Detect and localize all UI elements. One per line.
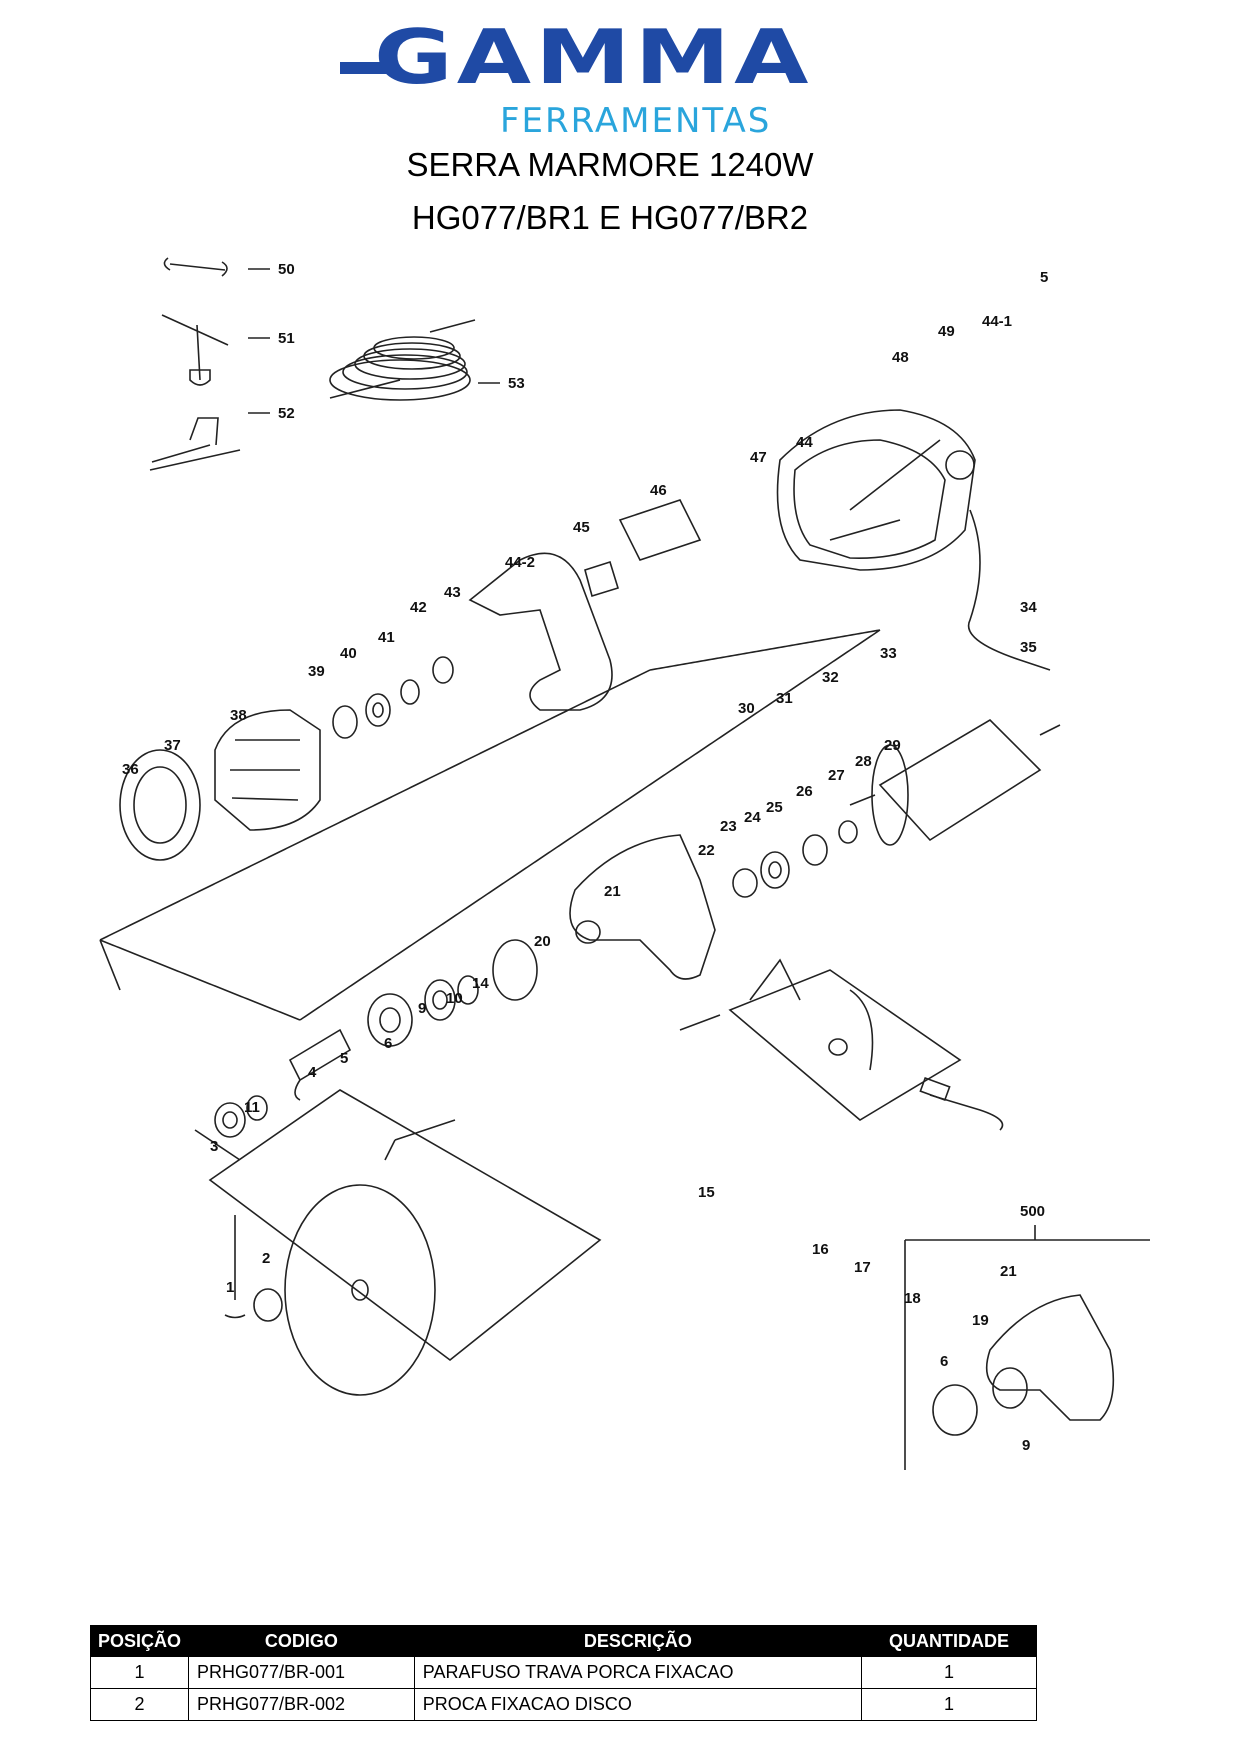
callout-38: 38 <box>230 707 247 724</box>
table-row: 1 PRHG077/BR-001 PARAFUSO TRAVA PORCA FI… <box>90 1656 1037 1689</box>
callout-16: 16 <box>812 1241 829 1258</box>
callout-21-detail: 21 <box>1000 1263 1017 1280</box>
armature-shape <box>878 718 1042 842</box>
callout-24: 24 <box>744 809 761 826</box>
callout-40: 40 <box>340 645 357 662</box>
logo-word: GAMMA <box>374 13 813 102</box>
wrench-shape <box>163 257 228 277</box>
product-title: SERRA MARMORE 1240W <box>406 146 814 183</box>
header-quantidade: QUANTIDADE <box>861 1625 1037 1657</box>
callout-4: 4 <box>308 1064 317 1081</box>
stator-shape <box>214 709 321 831</box>
cell-quantidade: 1 <box>861 1656 1037 1689</box>
callout-36: 36 <box>122 761 139 778</box>
product-models: HG077/BR1 E HG077/BR2 <box>411 199 809 236</box>
callout-14: 14 <box>472 975 489 992</box>
callout-25: 25 <box>766 799 783 816</box>
callout-48: 48 <box>892 349 909 366</box>
callout-44-2: 44-2 <box>505 554 535 571</box>
callout-5b: 5 <box>340 1050 348 1067</box>
callout-6: 6 <box>384 1035 392 1052</box>
callout-47: 47 <box>750 449 767 466</box>
callout-27: 27 <box>828 767 845 784</box>
box-key-shape <box>161 314 229 386</box>
table-row: 2 PRHG077/BR-002 PROCA FIXACAO DISCO 1 <box>90 1688 1037 1721</box>
gear-housing-shape <box>569 834 716 980</box>
callout-42: 42 <box>410 599 427 616</box>
cell-posicao: 1 <box>90 1656 189 1689</box>
base-plate-shape <box>728 969 962 1121</box>
callout-45: 45 <box>573 519 590 536</box>
header-posicao: POSIÇÃO <box>90 1625 189 1657</box>
callout-6-detail: 6 <box>940 1353 948 1370</box>
cell-codigo: PRHG077/BR-002 <box>187 1688 415 1721</box>
callout-20: 20 <box>534 933 551 950</box>
parts-table: POSIÇÃO CODIGO DESCRIÇÃO QUANTIDADE 1 PR… <box>90 1625 1037 1721</box>
callout-46: 46 <box>650 482 667 499</box>
handle-shape <box>468 552 613 711</box>
callout-10: 10 <box>446 990 463 1007</box>
callout-3: 3 <box>210 1138 218 1155</box>
callout-53: 53 <box>508 375 525 392</box>
callout-33: 33 <box>880 645 897 662</box>
logo-subtitle: FERRAMENTAS <box>500 101 772 141</box>
callout-44: 44 <box>796 434 813 451</box>
callout-9: 9 <box>418 1000 426 1017</box>
exploded-diagram: 50 51 52 53 5 49 44-1 48 47 44 46 45 44-… <box>99 257 1150 1470</box>
callout-500: 500 <box>1020 1203 1045 1220</box>
motor-housing-shape <box>776 409 976 571</box>
guide-shape <box>149 417 241 471</box>
header-descricao: DESCRIÇÃO <box>413 1625 863 1657</box>
gamma-logo: GAMMA FERRAMENTAS <box>340 20 900 141</box>
detail-box-frame <box>904 1225 1150 1470</box>
header-codigo: CODIGO <box>187 1625 415 1657</box>
callout-17: 17 <box>854 1259 871 1276</box>
callout-35: 35 <box>1020 639 1037 656</box>
callout-34: 34 <box>1020 599 1037 616</box>
callout-31: 31 <box>776 690 793 707</box>
cell-quantidade: 1 <box>861 1688 1037 1721</box>
callout-29: 29 <box>884 737 901 754</box>
callout-21: 21 <box>604 883 621 900</box>
callout-18: 18 <box>904 1290 921 1307</box>
callout-37: 37 <box>164 737 181 754</box>
callout-30: 30 <box>738 700 755 717</box>
callout-44-1: 44-1 <box>982 313 1012 330</box>
callout-28: 28 <box>855 753 872 770</box>
callout-51: 51 <box>278 330 295 347</box>
callout-15: 15 <box>698 1184 715 1201</box>
callout-52: 52 <box>278 405 295 422</box>
callout-23: 23 <box>720 818 737 835</box>
callout-32: 32 <box>822 669 839 686</box>
callout-labels: 50 51 52 53 5 49 44-1 48 47 44 46 45 44-… <box>122 261 1048 1454</box>
callout-41: 41 <box>378 629 395 646</box>
callout-43: 43 <box>444 584 461 601</box>
callout-5: 5 <box>1040 269 1048 286</box>
callout-1: 1 <box>226 1279 234 1296</box>
callout-49: 49 <box>938 323 955 340</box>
cell-posicao: 2 <box>90 1688 189 1721</box>
callout-19: 19 <box>972 1312 989 1329</box>
callout-9-detail: 9 <box>1022 1437 1030 1454</box>
parts-table-header: POSIÇÃO CODIGO DESCRIÇÃO QUANTIDADE <box>90 1625 1037 1657</box>
callout-22: 22 <box>698 842 715 859</box>
cell-descricao: PARAFUSO TRAVA PORCA FIXACAO <box>413 1656 863 1689</box>
callout-39: 39 <box>308 663 325 680</box>
cell-codigo: PRHG077/BR-001 <box>187 1656 415 1689</box>
cell-descricao: PROCA FIXACAO DISCO <box>413 1688 863 1721</box>
callout-26: 26 <box>796 783 813 800</box>
callout-11: 11 <box>244 1099 260 1116</box>
logo-dash <box>340 62 398 74</box>
callout-2: 2 <box>262 1250 270 1267</box>
callout-50: 50 <box>278 261 295 278</box>
